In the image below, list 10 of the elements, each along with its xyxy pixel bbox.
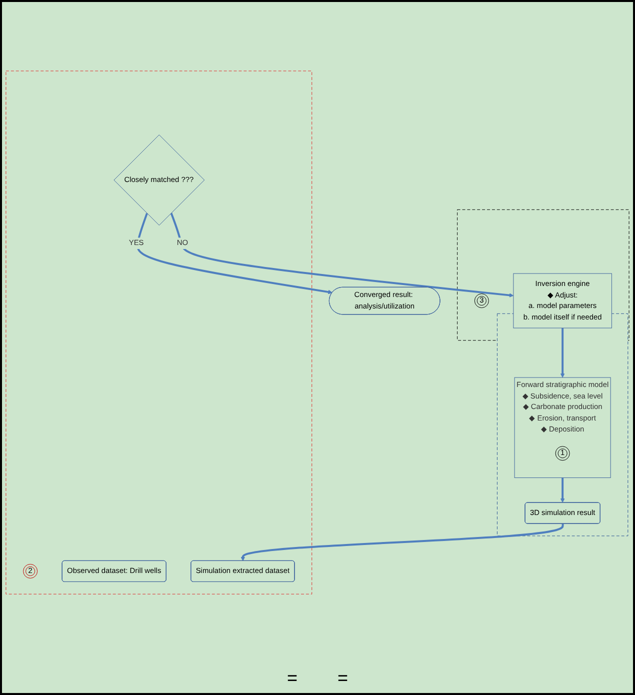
- arrow: [240, 524, 564, 562]
- cluster: [457, 210, 630, 342]
- arrow: [560, 328, 565, 378]
- cluster: [496, 314, 628, 537]
- arrow: [560, 478, 565, 504]
- arrow: [136, 213, 333, 295]
- equals-sign: =: [338, 668, 348, 689]
- arrow: [170, 213, 514, 298]
- equals-sign: =: [286, 668, 298, 689]
- cluster: [6, 71, 312, 595]
